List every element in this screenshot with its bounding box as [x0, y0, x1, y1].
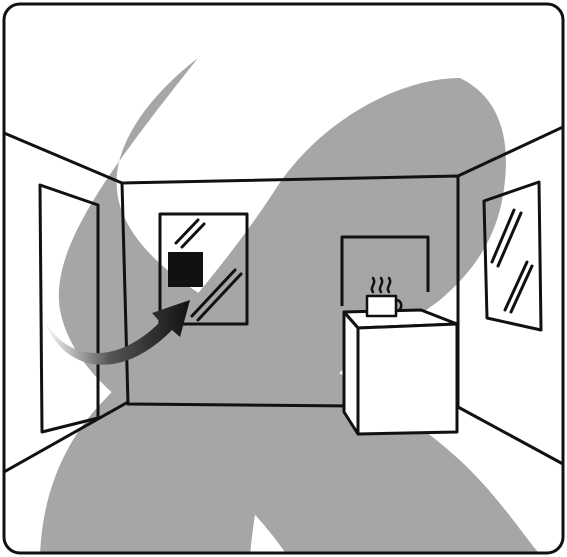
cabinet	[344, 310, 457, 434]
sensor-square-icon	[168, 252, 203, 287]
